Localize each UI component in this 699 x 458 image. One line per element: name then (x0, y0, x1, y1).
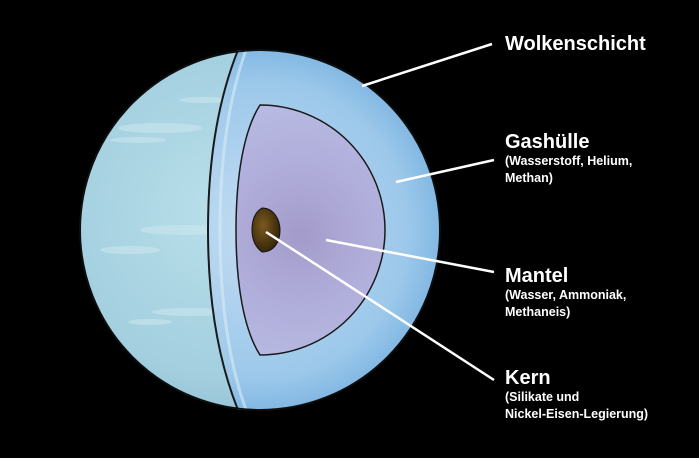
label-gas-envelope: Gashülle (Wasserstoff, Helium, Methan) (505, 131, 632, 187)
leader-line-mantle (325, 238, 495, 274)
mantle-layer (235, 104, 386, 356)
label-title: Kern (505, 367, 551, 389)
core (251, 207, 281, 253)
label-mantle: Mantel (Wasser, Ammoniak, Methaneis) (505, 265, 626, 321)
label-subtitle-line: Methan) (505, 171, 553, 185)
leader-line-cloud (361, 42, 493, 88)
label-subtitle-line: Methaneis) (505, 305, 571, 319)
label-subtitle-line: (Wasser, Ammoniak, (505, 288, 627, 302)
label-cloud-layer: Wolkenschicht (505, 33, 646, 55)
planet-outline (79, 49, 441, 411)
label-title: Gashülle (505, 131, 590, 153)
label-title: Mantel (505, 265, 569, 287)
label-subtitle-line: Nickel-Eisen-Legierung) (505, 407, 649, 421)
label-title: Wolkenschicht (505, 33, 646, 55)
label-subtitle-line: (Silikate und (505, 390, 580, 404)
label-subtitle-line: (Wasserstoff, Helium, (505, 154, 633, 168)
leader-line-gas (395, 158, 495, 184)
leader-line-core (265, 230, 495, 382)
label-core: Kern (Silikate und Nickel-Eisen-Legierun… (505, 367, 648, 423)
cloud-bands (100, 97, 231, 325)
cut-edge (206, 49, 239, 411)
